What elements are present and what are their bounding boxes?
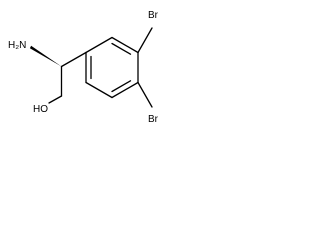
ring-bond-1 bbox=[85, 36, 113, 54]
ring-double-bond-2 bbox=[111, 42, 132, 55]
amine-label: H₂N bbox=[8, 40, 26, 51]
bond-br-bottom bbox=[137, 81, 153, 108]
bond-c1-ring bbox=[60, 51, 87, 68]
ring-bond-5 bbox=[85, 81, 113, 99]
hydroxyl-label: HO bbox=[33, 104, 48, 115]
bromine-bottom-label: Br bbox=[148, 114, 159, 125]
bromine-top-label: Br bbox=[148, 10, 159, 21]
wedge-bond bbox=[29, 45, 62, 67]
ring-double-bond-3 bbox=[111, 80, 132, 93]
molecule-diagram: H₂N HO Br Br bbox=[8, 10, 159, 125]
ring-bond-4 bbox=[111, 81, 139, 99]
structure-canvas: H₂N HO Br Br bbox=[0, 0, 175, 155]
ring-bond-2 bbox=[111, 36, 139, 54]
bond-br-top bbox=[137, 27, 153, 54]
bond-ch2-o bbox=[48, 95, 63, 104]
